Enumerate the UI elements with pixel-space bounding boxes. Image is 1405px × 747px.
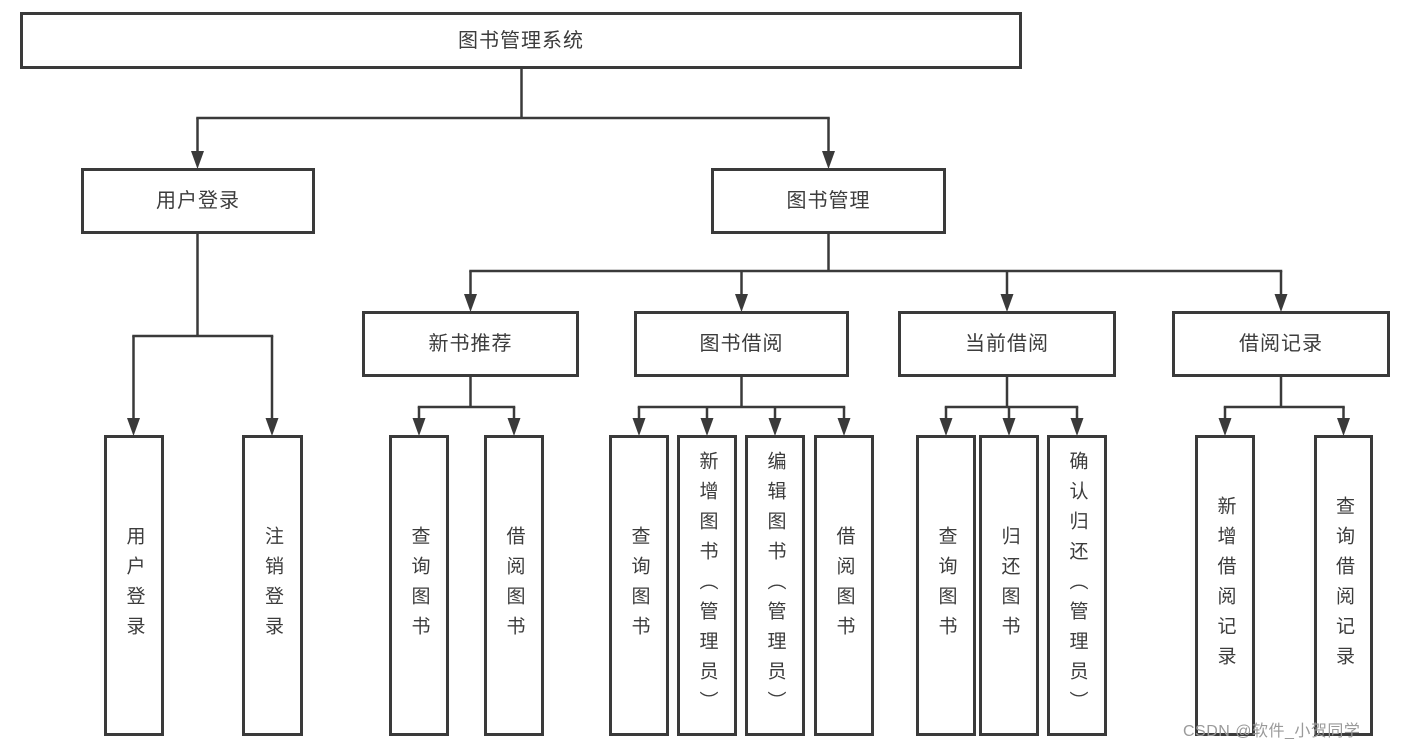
leaf-borrow-books-recommend: 借阅图书 xyxy=(484,435,544,736)
arrowhead-icon xyxy=(1337,418,1350,436)
node-label: 图书管理 xyxy=(786,190,871,212)
node-borrowing-records: 借阅记录 xyxy=(1172,311,1390,377)
node-label: 归还图书 xyxy=(998,525,1020,646)
node-label: 编辑图书（管理员） xyxy=(764,450,786,721)
node-label: 查询图书 xyxy=(408,525,430,646)
arrowhead-icon xyxy=(127,418,140,436)
arrowhead-icon xyxy=(507,418,521,436)
node-book-management: 图书管理 xyxy=(711,168,946,234)
leaf-borrow-books: 借阅图书 xyxy=(814,435,874,736)
arrowhead-icon xyxy=(1218,418,1232,436)
arrowhead-icon xyxy=(265,418,279,436)
leaf-add-borrow-record: 新增借阅记录 xyxy=(1195,435,1255,736)
leaf-query-books-current: 查询图书 xyxy=(916,435,976,736)
node-label: 新书推荐 xyxy=(428,333,513,355)
arrowhead-icon xyxy=(412,418,426,436)
leaf-edit-books-admin: 编辑图书（管理员） xyxy=(745,435,805,736)
node-label: 注销登录 xyxy=(262,525,283,646)
arrowhead-icon xyxy=(1000,294,1014,312)
arrowhead-icon xyxy=(768,418,782,436)
node-book-borrowing: 图书借阅 xyxy=(634,311,849,377)
arrowhead-icon xyxy=(1274,294,1288,312)
arrowhead-icon xyxy=(1070,418,1084,436)
node-label: 用户登录 xyxy=(156,190,240,212)
arrowhead-icon xyxy=(735,294,748,312)
leaf-query-books-borrowing: 查询图书 xyxy=(609,435,669,736)
node-label: 当前借阅 xyxy=(965,333,1049,355)
leaf-confirm-return-admin: 确认归还（管理员） xyxy=(1047,435,1107,736)
leaf-return-books: 归还图书 xyxy=(979,435,1039,736)
node-label: 用户登录 xyxy=(123,525,145,646)
node-label: 借阅记录 xyxy=(1239,333,1323,355)
arrowhead-icon xyxy=(700,418,714,436)
arrowhead-icon xyxy=(1002,418,1016,436)
node-label: 查询借阅记录 xyxy=(1333,495,1354,676)
node-label: 新增图书（管理员） xyxy=(696,450,718,721)
node-user-login: 用户登录 xyxy=(81,168,315,234)
leaf-add-books-admin: 新增图书（管理员） xyxy=(677,435,737,736)
arrowhead-icon xyxy=(822,151,835,169)
arrowhead-icon xyxy=(464,294,477,312)
node-new-book-recommend: 新书推荐 xyxy=(362,311,579,377)
node-label: 确认归还（管理员） xyxy=(1066,450,1088,721)
node-label: 借阅图书 xyxy=(503,525,525,646)
arrowhead-icon xyxy=(632,418,646,436)
leaf-user-login: 用户登录 xyxy=(104,435,164,736)
node-label: 借阅图书 xyxy=(833,525,855,646)
node-current-borrowing: 当前借阅 xyxy=(898,311,1116,377)
node-label: 图书借阅 xyxy=(699,333,784,355)
node-label: 查询图书 xyxy=(628,525,650,646)
node-label: 图书管理系统 xyxy=(458,29,584,52)
csdn-watermark: CSDN @软件_小贺同学 xyxy=(1183,723,1361,740)
arrowhead-icon xyxy=(837,418,851,436)
arrowhead-icon xyxy=(939,418,953,436)
node-root-library-system: 图书管理系统 xyxy=(20,12,1022,69)
leaf-query-borrow-record: 查询借阅记录 xyxy=(1314,435,1373,736)
leaf-query-books-recommend: 查询图书 xyxy=(389,435,449,736)
node-label: 查询图书 xyxy=(935,525,957,646)
arrowhead-icon xyxy=(191,151,204,169)
leaf-logout: 注销登录 xyxy=(242,435,303,736)
node-label: 新增借阅记录 xyxy=(1214,495,1236,676)
